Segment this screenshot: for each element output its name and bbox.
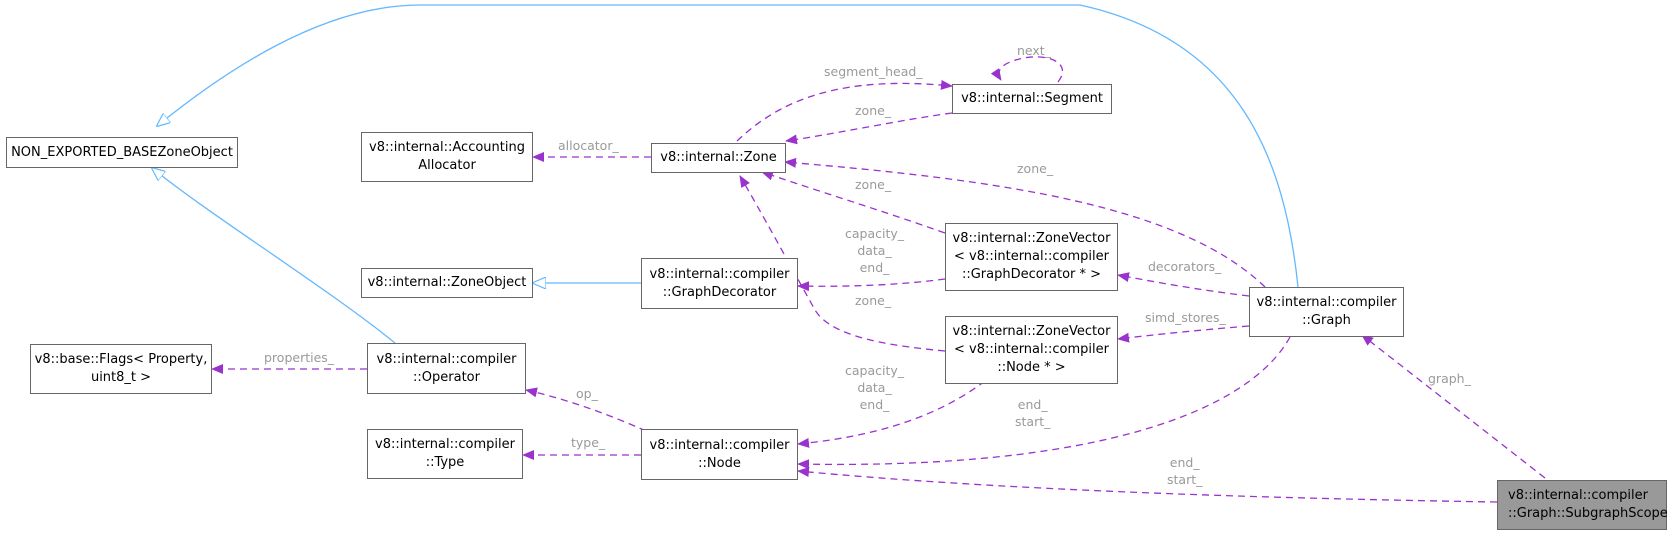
node-label-line: uint8_t > xyxy=(90,370,152,385)
node-type[interactable]: v8::internal::compiler ::Type xyxy=(367,429,523,479)
node-label-line: v8::internal::ZoneVector xyxy=(952,231,1111,246)
node-label-line: v8::internal::compiler xyxy=(649,266,790,282)
edge-graph-inherits-zoneobject xyxy=(157,4,1299,288)
node-segment[interactable]: v8::internal::Segment xyxy=(952,84,1112,114)
node-zone[interactable]: v8::internal::Zone xyxy=(651,143,786,173)
edge-label-end-start-graph: end_ start_ xyxy=(1015,396,1050,430)
edge-label-line: end_ xyxy=(1169,455,1200,470)
edge-scope-node xyxy=(797,467,1498,503)
edge-label-allocator: allocator_ xyxy=(558,138,619,153)
node-label-line: ::GraphDecorator * > xyxy=(961,267,1102,282)
node-label-line: ::Operator xyxy=(413,369,480,385)
edge-nodevec-node xyxy=(797,380,986,448)
edge-label-capacity-data-end-node: capacity_ data_ end_ xyxy=(845,362,904,413)
edge-label-line: end_ xyxy=(859,397,890,412)
edge-label-line: start_ xyxy=(1167,472,1203,487)
node-operator[interactable]: v8::internal::compiler ::Operator xyxy=(367,343,526,394)
node-zoneobject[interactable]: v8::internal::ZoneObject xyxy=(361,268,533,298)
node-label-line: v8::internal::compiler xyxy=(1508,488,1648,503)
edge-label-simd-stores: simd_stores_ xyxy=(1145,310,1226,325)
edge-graph-decorators xyxy=(1117,272,1250,297)
edge-label-line: capacity_ xyxy=(845,363,905,378)
edge-label-type: type_ xyxy=(571,435,606,450)
edge-operator-inherits-zoneobject xyxy=(152,168,396,344)
node-label-line: v8::base::Flags< Property, xyxy=(34,352,208,367)
edge-segment-zone xyxy=(785,112,953,145)
node-label-line: ::Node * > xyxy=(997,360,1066,375)
edge-scope-graph xyxy=(1361,334,1546,479)
edge-label-end-start-scope: end_ start_ xyxy=(1167,454,1202,488)
edge-label-capacity-data-end-decorator: capacity_ data_ end_ xyxy=(845,225,904,276)
edge-label-zone-segment: zone_ xyxy=(855,103,892,118)
node-graph[interactable]: v8::internal::compiler ::Graph xyxy=(1249,287,1404,337)
node-graph-subgraphscope[interactable]: v8::internal::compiler ::Graph::Subgraph… xyxy=(1497,480,1668,530)
node-label-line: ::Type xyxy=(425,455,465,470)
node-label-line: v8::internal::ZoneVector xyxy=(952,324,1111,339)
node-zonevector-node[interactable]: v8::internal::ZoneVector < v8::internal:… xyxy=(945,316,1118,384)
node-label-line: v8::internal::ZoneObject xyxy=(367,275,527,290)
edge-label-line: capacity_ xyxy=(845,226,905,241)
edge-label-op: op_ xyxy=(576,386,598,401)
edge-label-next: next_ xyxy=(1017,43,1051,58)
node-label-line: < v8::internal::compiler xyxy=(954,342,1109,357)
edge-label-zone-nodevec: zone_ xyxy=(855,293,892,308)
node-zonevector-graphdecorator[interactable]: v8::internal::ZoneVector < v8::internal:… xyxy=(945,223,1118,291)
node-label-line: v8::internal::compiler xyxy=(1256,295,1397,310)
edge-label-line: end_ xyxy=(859,260,890,275)
node-label-line: v8::internal::compiler xyxy=(649,437,790,453)
node-label-line: v8::internal::Zone xyxy=(660,150,777,165)
node-node[interactable]: v8::internal::compiler ::Node xyxy=(641,429,798,480)
node-label-line: ::GraphDecorator xyxy=(662,284,777,300)
node-label-line: NON_EXPORTED_BASEZoneObject xyxy=(11,144,233,160)
edge-decoratorvec-zone xyxy=(761,170,946,234)
edge-segment-self xyxy=(990,56,1064,83)
node-label-line: ::Node xyxy=(698,455,741,471)
edge-label-properties: properties_ xyxy=(264,350,335,365)
node-flags[interactable]: v8::base::Flags< Property, uint8_t > xyxy=(30,344,212,394)
node-graphdecorator[interactable]: v8::internal::compiler ::GraphDecorator xyxy=(641,258,798,309)
node-non-exported-base-zone-object[interactable]: NON_EXPORTED_BASEZoneObject xyxy=(6,137,238,168)
node-label-line: ::Graph::SubgraphScope xyxy=(1508,506,1668,521)
node-label-line: v8::internal::compiler xyxy=(375,437,515,452)
node-label-line: Allocator xyxy=(418,158,476,173)
node-label-line: v8::internal::Accounting xyxy=(369,140,525,155)
edge-label-graph: graph_ xyxy=(1428,371,1471,386)
edge-graph-node xyxy=(797,336,1291,470)
node-accounting-allocator[interactable]: v8::internal::Accounting Allocator xyxy=(361,132,533,182)
edge-decoratorvec-graphdecorator xyxy=(797,278,946,292)
edge-label-zone-decorator: zone_ xyxy=(855,177,892,192)
edge-label-line: end_ xyxy=(1017,397,1048,412)
edge-node-operator xyxy=(525,387,647,432)
edge-label-decorators: decorators_ xyxy=(1148,259,1222,274)
edge-label-line: start_ xyxy=(1015,414,1051,429)
edge-label-segment-head: segment_head_ xyxy=(824,64,923,79)
edge-graph-simdstores xyxy=(1117,325,1250,343)
edge-label-line: data_ xyxy=(857,243,892,258)
node-label-line: v8::internal::compiler xyxy=(376,351,517,367)
node-label-line: < v8::internal::compiler xyxy=(954,249,1109,264)
edge-graph-zone xyxy=(784,157,1266,288)
node-label-line: ::Graph xyxy=(1302,313,1351,328)
edge-zone-segment xyxy=(736,79,953,142)
node-label-line: v8::internal::Segment xyxy=(961,91,1103,106)
edge-label-line: data_ xyxy=(857,380,892,395)
edge-label-zone-graph: zone_ xyxy=(1017,161,1054,176)
